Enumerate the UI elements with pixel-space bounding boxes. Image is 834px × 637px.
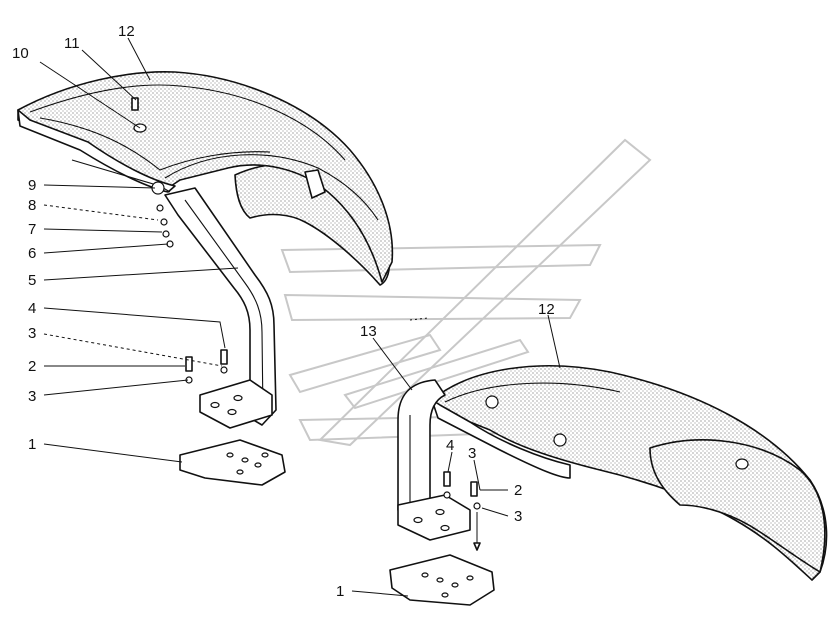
leader-lines: [39, 37, 561, 597]
left-support-bracket: [164, 187, 277, 429]
label-4-right: 4: [446, 437, 454, 454]
label-12-left-fender: 12: [118, 23, 135, 40]
label-3-left-lower: 3: [28, 388, 36, 405]
label-3-right-upper: 3: [468, 445, 476, 462]
callout-labels: 10 11 12 9 8 7 6 5 4 3 2 3 1 13 12 4 3 2…: [12, 23, 555, 600]
right-fender: [431, 365, 828, 581]
label-2-right: 2: [514, 482, 522, 499]
right-support-bracket: [397, 379, 471, 541]
label-2-left: 2: [28, 358, 36, 375]
label-3-right-lower: 3: [514, 508, 522, 525]
label-6: 6: [28, 245, 36, 262]
label-8: 8: [28, 197, 36, 214]
label-11: 11: [64, 35, 80, 52]
right-fasteners: [409, 317, 481, 551]
label-4-left: 4: [28, 300, 36, 317]
label-5: 5: [28, 272, 36, 289]
label-13: 13: [360, 323, 377, 340]
left-base-plate: [179, 439, 286, 486]
right-base-plate: [389, 554, 495, 606]
label-7: 7: [28, 221, 36, 238]
label-3-left-upper: 3: [28, 325, 36, 342]
label-1-left: 1: [28, 436, 36, 453]
label-9: 9: [28, 177, 36, 194]
label-12-right-fender: 12: [538, 301, 555, 318]
label-10: 10: [12, 45, 29, 62]
left-fender: [17, 70, 394, 286]
label-1-right: 1: [336, 583, 344, 600]
